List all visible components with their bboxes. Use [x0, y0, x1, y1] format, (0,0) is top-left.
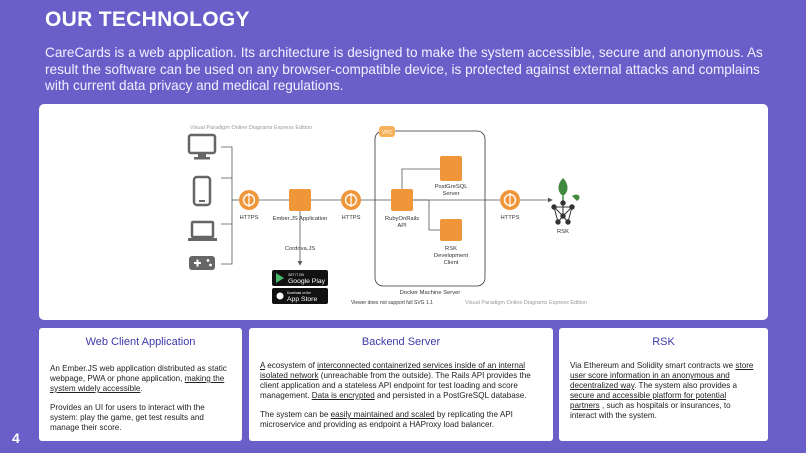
pg-label-1: PostGreSQL — [435, 184, 469, 190]
svg-text:VPC: VPC — [382, 130, 393, 136]
vpc-badge: VPC — [379, 126, 395, 137]
rsk-dev-label-3: Client — [444, 260, 459, 266]
backend-p2: The system can be easily maintained and … — [260, 410, 513, 429]
ember-app-node — [289, 189, 311, 211]
cordova-label: Cordova.JS — [285, 246, 315, 252]
rsk-card: RSK Via Ethereum and Solidity smart cont… — [559, 328, 768, 441]
web-client-p2: Provides an UI for users to interact wit… — [50, 403, 205, 432]
web-client-p1: An Ember.JS web application distributed … — [50, 364, 227, 393]
rsk-dev-label-1: RSK — [445, 246, 457, 252]
docker-container — [374, 130, 486, 287]
svg-text:GET IT ON: GET IT ON — [288, 273, 305, 277]
backend-title: Backend Server — [361, 336, 441, 348]
intro-paragraph: CareCards is a web application. Its arch… — [45, 45, 763, 93]
web-client-card: Web Client Application An Ember.JS web a… — [39, 328, 242, 441]
smartphone-icon — [192, 175, 212, 207]
backend-server-card: Backend Server A ecosystem of interconne… — [249, 328, 553, 441]
docker-label: Docker Machine Server — [400, 290, 461, 296]
gamepad-icon — [189, 256, 215, 270]
rsk-label: RSK — [557, 229, 569, 235]
google-play-badge: GET IT ON Google Play — [272, 270, 328, 286]
https-node-2 — [341, 190, 361, 210]
watermark-top: Visual Paradigm Online Diagrams Express … — [190, 125, 312, 131]
backend-p1: A ecosystem of interconnected containeri… — [260, 361, 531, 400]
page-number: 4 — [12, 430, 20, 446]
pg-label-2: Server — [442, 191, 459, 197]
https-node-1 — [239, 190, 259, 210]
laptop-icon — [188, 220, 217, 241]
architecture-diagram-card: Visual Paradigm Online Diagrams Express … — [39, 104, 768, 320]
svg-text:App Store: App Store — [287, 296, 317, 303]
app-store-badge: Download on the App Store — [272, 288, 328, 304]
watermark-bottom: Visual Paradigm Online Diagrams Express … — [465, 300, 587, 306]
rubyonrails-node — [391, 189, 413, 211]
rsk-dev-label-2: Development — [434, 253, 469, 259]
https-label-1: HTTPS — [239, 215, 258, 221]
rsk-p1: Via Ethereum and Solidity smart contract… — [570, 361, 754, 420]
ror-label-2: API — [397, 223, 407, 229]
https-node-3 — [500, 190, 520, 210]
architecture-diagram: Visual Paradigm Online Diagrams Express … — [187, 125, 587, 306]
desktop-icon — [187, 133, 217, 160]
page-title: OUR TECHNOLOGY — [45, 8, 250, 31]
rsk-network-icon — [551, 178, 580, 225]
rsk-dev-client-node — [440, 219, 462, 241]
svg-support-note: Viewer does not support full SVG 1.1 — [351, 300, 433, 306]
rsk-title: RSK — [652, 336, 675, 348]
ror-label-1: RubyOnRails — [385, 216, 419, 222]
postgresql-node — [440, 156, 462, 181]
web-client-title: Web Client Application — [85, 336, 196, 348]
https-label-2: HTTPS — [341, 215, 360, 221]
https-label-3: HTTPS — [500, 215, 519, 221]
svg-text:Google Play: Google Play — [288, 278, 326, 285]
svg-text:Download on the: Download on the — [287, 291, 311, 295]
